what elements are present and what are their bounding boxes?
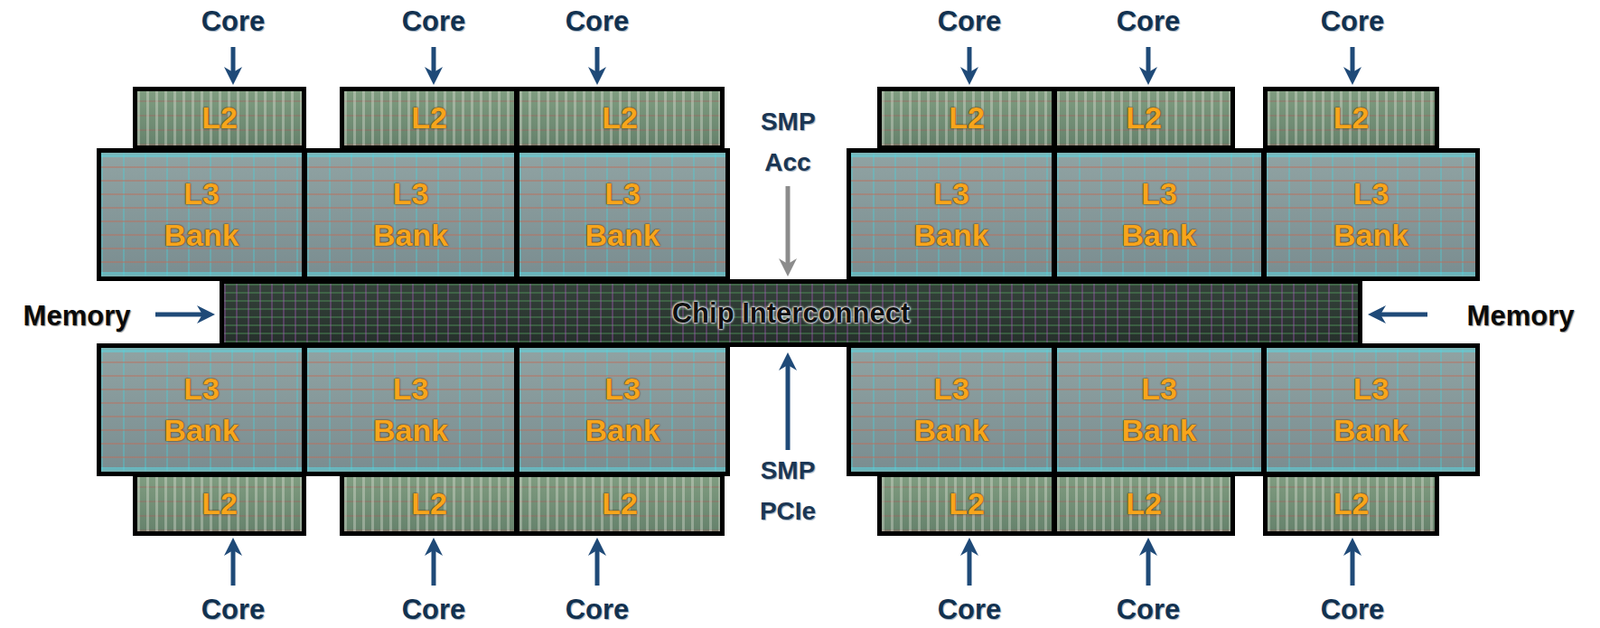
l3-bank-box: L3 Bank bbox=[514, 343, 730, 477]
core-arrow bbox=[967, 546, 973, 586]
core-label: Core bbox=[201, 5, 266, 38]
l3-bank-box: L3 Bank bbox=[846, 343, 1057, 477]
l3-bank-box: L3 Bank bbox=[1262, 343, 1480, 477]
core-arrow bbox=[231, 546, 236, 586]
box-label: L2 bbox=[201, 483, 238, 525]
core-label: Core bbox=[1116, 5, 1181, 38]
box-label: L3 Bank bbox=[584, 368, 660, 452]
l2-cache-box: L2 bbox=[132, 86, 307, 150]
box-label: L2 bbox=[1125, 97, 1162, 140]
core-arrow bbox=[595, 46, 600, 76]
box-label: L2 bbox=[601, 97, 638, 140]
core-arrow bbox=[1146, 46, 1151, 76]
l3-bank-box: L3 Bank bbox=[1262, 148, 1480, 281]
box-label: L3 Bank bbox=[373, 368, 449, 452]
l3-bank-box: L3 Bank bbox=[302, 148, 519, 281]
box-label: L2 bbox=[948, 483, 985, 525]
core-label: Core bbox=[565, 593, 630, 627]
l3-bank-box: L3 Bank bbox=[302, 343, 519, 477]
box-label: L3 Bank bbox=[1333, 368, 1409, 452]
l3-bank-box: L3 Bank bbox=[1052, 343, 1266, 477]
box-label: L3 Bank bbox=[1333, 173, 1409, 257]
core-arrow bbox=[595, 546, 600, 586]
core-arrow bbox=[431, 546, 437, 586]
core-label: Core bbox=[937, 593, 1002, 627]
box-label: L3 Bank bbox=[1121, 368, 1197, 452]
memory-label: Memory bbox=[1467, 299, 1575, 333]
l3-bank-box: L3 Bank bbox=[514, 148, 730, 281]
l2-cache-box: L2 bbox=[514, 86, 725, 150]
box-label: L3 Bank bbox=[163, 173, 239, 257]
core-arrow bbox=[1146, 546, 1151, 586]
core-label: Core bbox=[201, 593, 266, 627]
l2-cache-box: L2 bbox=[1052, 86, 1236, 150]
box-label: L2 bbox=[201, 97, 238, 140]
box-label: L3 Bank bbox=[373, 173, 449, 257]
l3-bank-box: L3 Bank bbox=[96, 148, 307, 281]
core-arrow bbox=[1350, 46, 1356, 76]
memory-arrow bbox=[155, 312, 206, 318]
smp-label: SMP PCIe bbox=[759, 450, 816, 533]
core-arrow bbox=[431, 46, 437, 76]
core-label: Core bbox=[402, 593, 467, 627]
box-label: L3 Bank bbox=[1121, 173, 1197, 257]
acc-arrow bbox=[785, 186, 791, 268]
l2-cache-box: L2 bbox=[1052, 472, 1236, 536]
interconnect-band: Chip Interconnect bbox=[219, 279, 1363, 347]
box-label: L2 bbox=[948, 97, 985, 140]
l3-bank-box: L3 Bank bbox=[846, 148, 1057, 281]
pcie-arrow bbox=[785, 361, 791, 450]
memory-label: Memory bbox=[23, 299, 131, 333]
box-label: L2 bbox=[411, 483, 448, 525]
box-label: L2 bbox=[1125, 483, 1162, 525]
box-label: L3 Bank bbox=[584, 173, 660, 257]
box-label: L3 Bank bbox=[913, 368, 989, 452]
l2-cache-box: L2 bbox=[877, 86, 1057, 150]
l2-cache-box: L2 bbox=[339, 472, 519, 536]
box-label: Chip Interconnect bbox=[672, 297, 911, 330]
box-label: L2 bbox=[601, 483, 638, 525]
l3-bank-box: L3 Bank bbox=[96, 343, 307, 477]
l2-cache-box: L2 bbox=[514, 472, 725, 536]
core-label: Core bbox=[1320, 5, 1385, 38]
box-label: L2 bbox=[1333, 483, 1370, 525]
core-arrow bbox=[967, 46, 973, 76]
l3-bank-box: L3 Bank bbox=[1052, 148, 1266, 281]
core-label: Core bbox=[1320, 593, 1385, 627]
smp-label: SMP Acc bbox=[760, 102, 815, 184]
core-arrows bbox=[155, 46, 1428, 586]
l2-cache-box: L2 bbox=[1263, 472, 1440, 536]
core-label: Core bbox=[565, 5, 630, 38]
core-arrow bbox=[231, 46, 236, 76]
core-arrow bbox=[1350, 546, 1356, 586]
box-label: L2 bbox=[411, 97, 448, 140]
l2-cache-box: L2 bbox=[877, 472, 1057, 536]
box-label: L3 Bank bbox=[913, 173, 989, 257]
box-label: L2 bbox=[1333, 97, 1370, 140]
memory-arrow bbox=[1376, 312, 1428, 318]
l2-cache-box: L2 bbox=[132, 472, 307, 536]
box-label: L3 Bank bbox=[163, 368, 239, 452]
core-label: Core bbox=[402, 5, 467, 38]
l2-cache-box: L2 bbox=[339, 86, 519, 150]
l2-cache-box: L2 bbox=[1263, 86, 1440, 150]
core-label: Core bbox=[937, 5, 1002, 38]
core-label: Core bbox=[1116, 593, 1181, 627]
